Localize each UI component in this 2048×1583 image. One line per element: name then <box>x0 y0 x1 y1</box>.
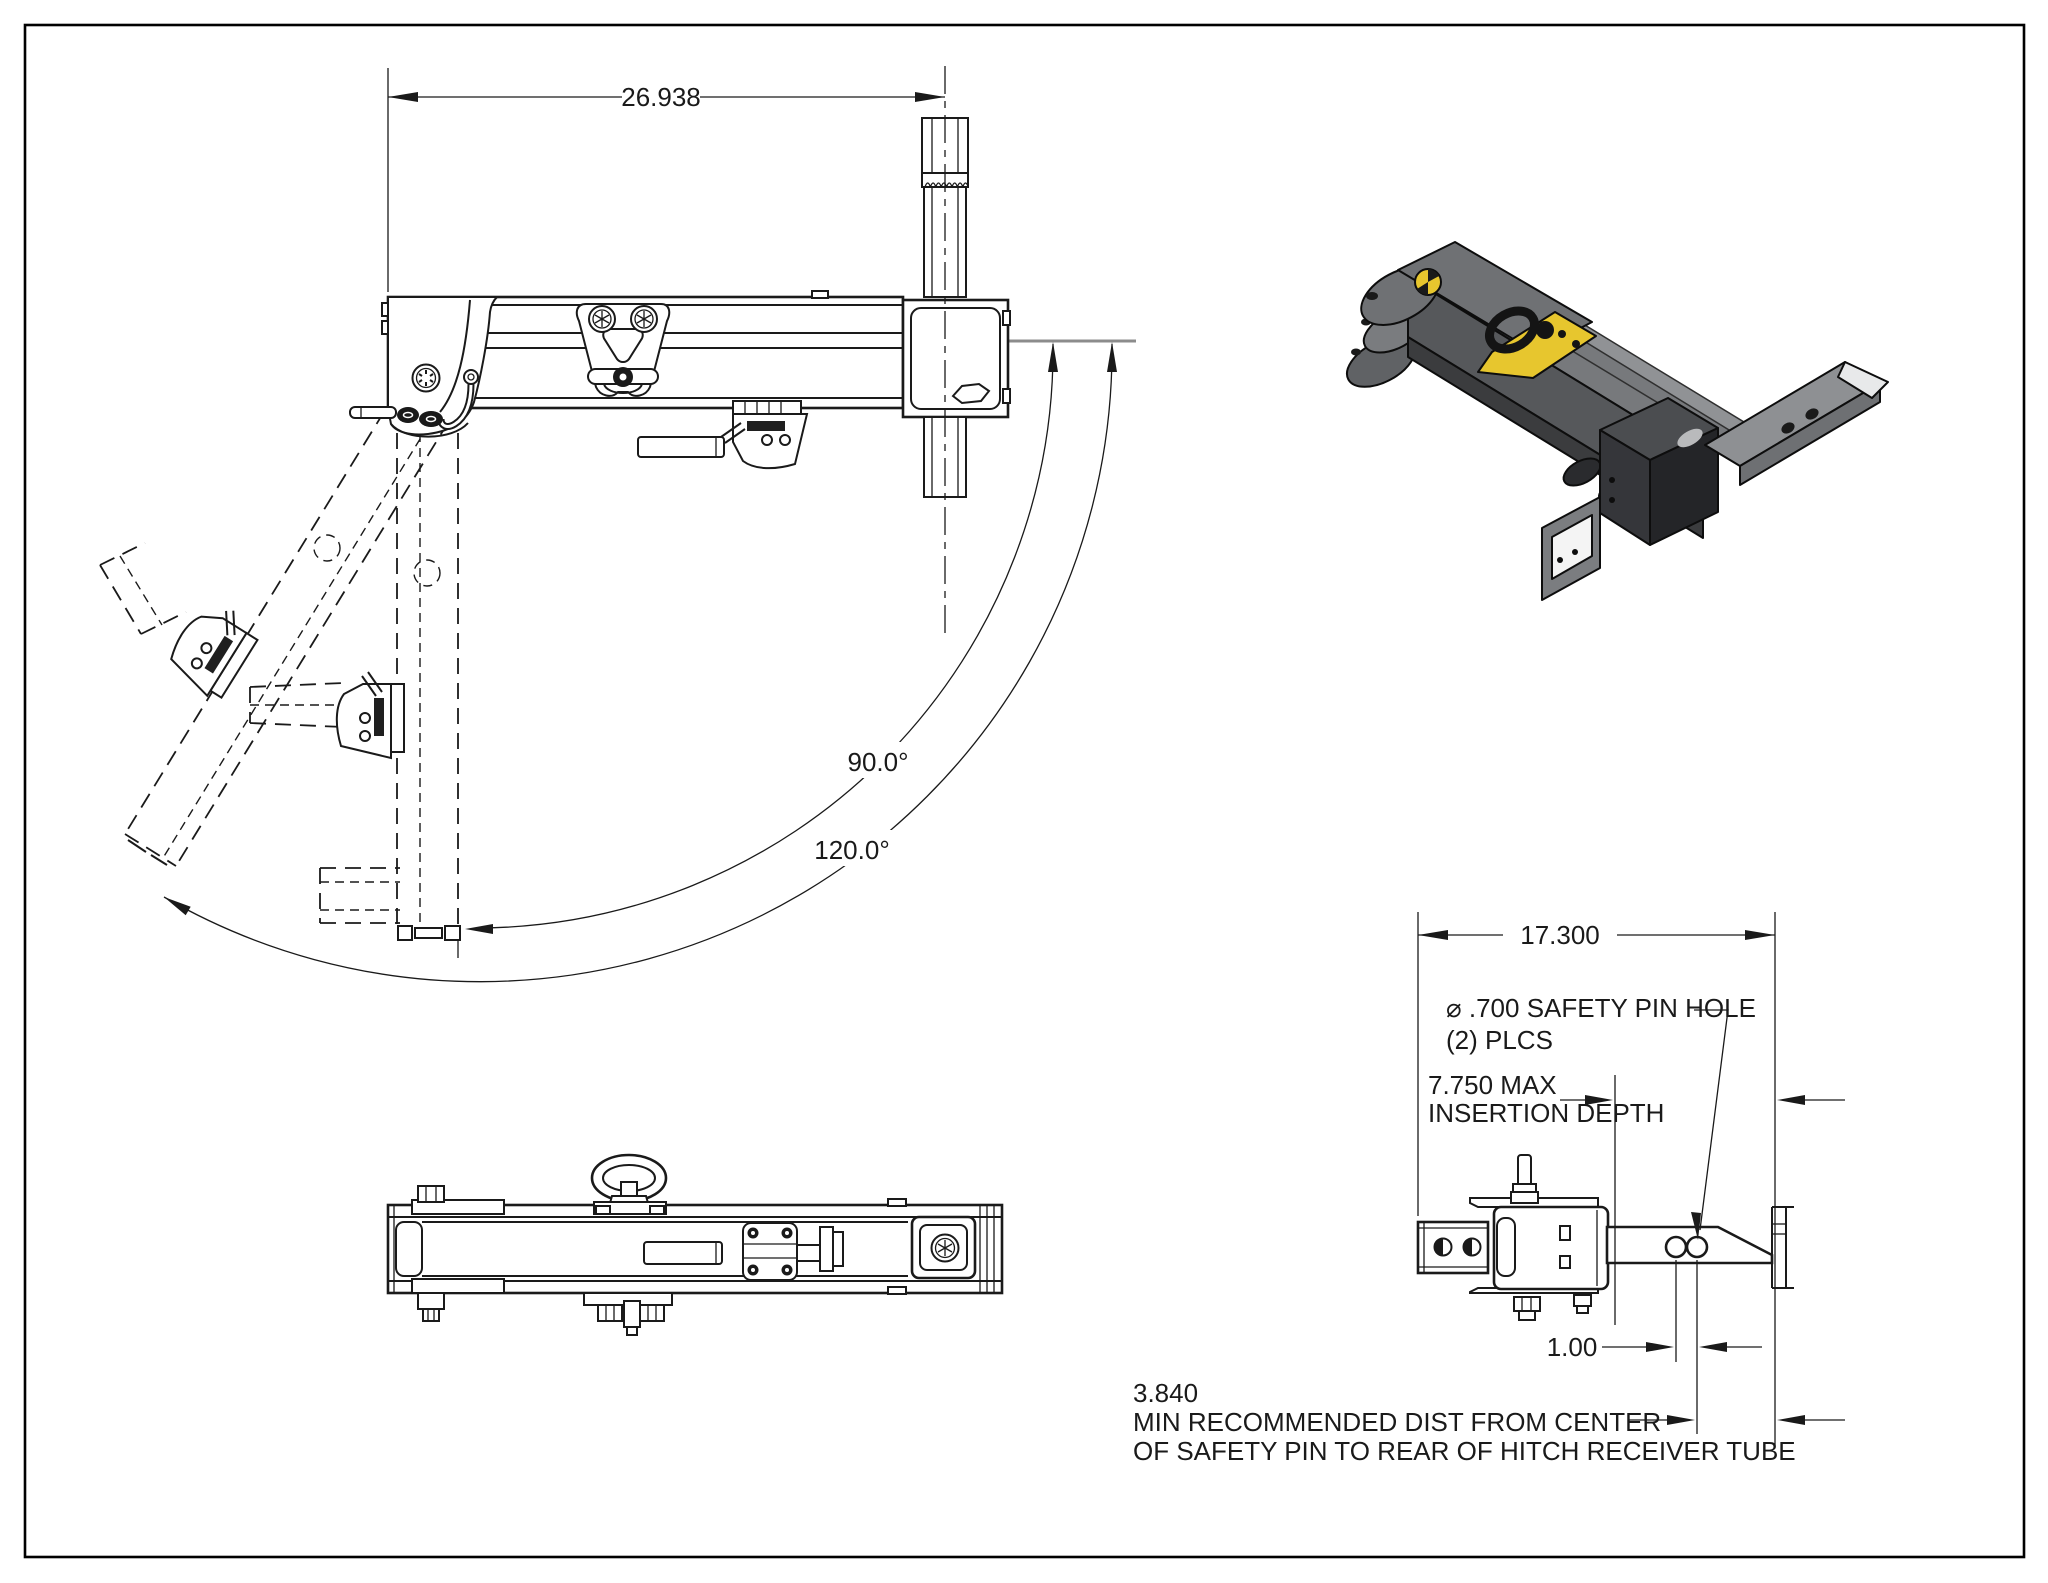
triangle-bracket <box>575 303 671 397</box>
isometric-view <box>1346 241 1889 601</box>
angle-90-label: 90.0° <box>847 747 908 777</box>
note-safety-pin-hole: ⌀ .700 SAFETY PIN HOLE (2) PLCS <box>1446 993 1756 1240</box>
latch-assembly-phantom <box>335 671 405 760</box>
pivot-star-knob <box>411 363 441 393</box>
note-insertion-depth: 7.750 MAX INSERTION DEPTH <box>1428 1070 1845 1128</box>
dim-17300-label: 17.300 <box>1520 920 1600 950</box>
iso-latch-plate <box>1477 306 1597 379</box>
dim-100: 1.00 <box>1547 1332 1762 1362</box>
plan-view <box>386 1153 1004 1336</box>
dim-100-label: 1.00 <box>1547 1332 1598 1362</box>
receiver-box <box>901 298 1011 419</box>
iso-d-ring <box>1485 306 1539 354</box>
d-ring-handle <box>590 1153 668 1215</box>
dim-17300: 17.300 <box>1418 920 1775 950</box>
hinge-plates <box>742 1222 844 1281</box>
min-dist-note-line1: 3.840 <box>1133 1378 1198 1408</box>
release-handle <box>637 436 725 458</box>
latch-assembly-phantom <box>170 610 259 699</box>
sheet-border <box>23 23 2026 1559</box>
insertion-note-line1: 7.750 MAX <box>1428 1070 1557 1100</box>
dim-overall-width: 26.938 <box>387 68 945 292</box>
bracket-star-bolt <box>630 305 658 333</box>
plan-bottom-bolts <box>583 1292 673 1336</box>
iso-front-tube <box>1541 496 1601 601</box>
bracket-star-bolt <box>588 305 616 333</box>
pin-hole-note-line2: (2) PLCS <box>1446 1025 1553 1055</box>
dim-26938-label: 26.938 <box>621 82 701 112</box>
iso-shank <box>1704 361 1889 486</box>
dim-3840: 3.840 MIN RECOMMENDED DIST FROM CENTER O… <box>1133 1378 1845 1466</box>
min-dist-note-line2: MIN RECOMMENDED DIST FROM CENTER <box>1133 1407 1661 1437</box>
pin-hole-note-line1: ⌀ .700 SAFETY PIN HOLE <box>1446 993 1756 1023</box>
side-view-body <box>170 66 1011 760</box>
plan-receiver <box>887 1198 995 1295</box>
insertion-note-line2: INSERTION DEPTH <box>1428 1098 1664 1128</box>
side-view: 90.0° 120.0° <box>99 66 1136 983</box>
angle-120-label: 120.0° <box>814 835 889 865</box>
swing-phantom-lines <box>99 388 461 958</box>
insertion-detail-view: 17.300 ⌀ .700 SAFETY PIN HOLE (2) PLCS 7… <box>1133 912 1845 1466</box>
swing-angle-arcs: 90.0° 120.0° <box>163 339 1136 983</box>
detail-part <box>1416 1154 1794 1321</box>
iso-receiver-cube <box>1599 397 1719 546</box>
latch-assembly <box>720 400 809 470</box>
min-dist-note-line3: OF SAFETY PIN TO REAR OF HITCH RECEIVER … <box>1133 1436 1796 1466</box>
safety-hook <box>437 369 479 430</box>
